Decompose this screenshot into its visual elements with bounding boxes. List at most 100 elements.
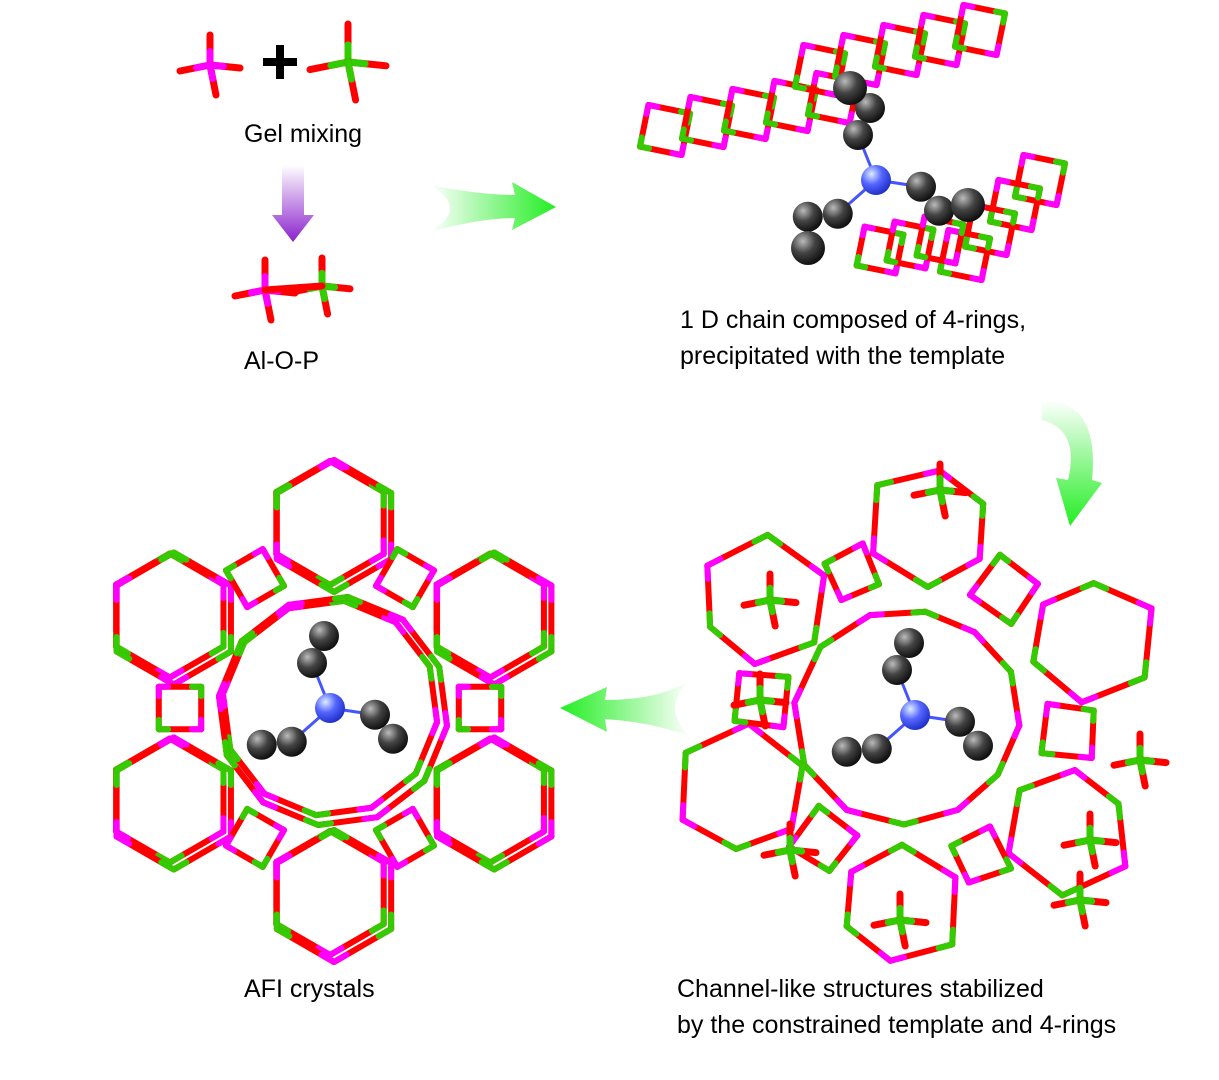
bond [344,58,355,83]
bond [491,734,510,748]
bond [986,209,995,225]
bond [942,806,961,817]
bond [706,610,714,630]
bond [922,256,931,272]
bond [1040,596,1058,608]
carbon-atom [882,655,912,685]
bond [874,478,894,489]
bond [344,593,364,605]
bond [1020,151,1036,160]
bond [986,771,1001,786]
bond [410,777,428,792]
bond [791,687,804,706]
label-chain-line2: precipitated with the template [680,342,1006,370]
bond [301,807,319,819]
bond [996,551,1012,565]
bond [158,859,177,873]
bond [883,248,892,264]
bond [113,760,133,774]
bond [870,535,878,557]
bond [1068,690,1085,706]
bond [402,770,419,785]
bond [315,575,333,588]
bond [888,818,908,828]
bond [936,259,945,275]
bond [1038,739,1046,757]
label-afi-crystals: AFI crystals [244,975,375,1003]
bond [442,709,451,729]
bond [871,54,880,70]
bond [682,743,703,756]
bond [478,859,498,873]
bond [273,482,293,496]
bond [843,911,851,930]
carbon-atom [833,71,867,105]
bond [834,797,850,813]
bond [1044,700,1061,709]
bond [1035,185,1044,201]
bond [951,874,959,896]
bond [251,546,266,557]
carbon-atom [378,723,408,754]
carbon-atom [360,699,390,730]
bond [813,69,829,78]
bond [170,549,190,563]
bond [368,921,387,934]
carbon-atom [831,736,862,767]
bond [1014,710,1023,729]
bond [804,118,813,135]
bond [898,841,917,855]
bond [840,50,849,66]
bond [999,614,1015,627]
bond [636,134,645,150]
bond [945,226,961,235]
bond [913,62,922,79]
bond [170,734,190,748]
bond [475,667,494,681]
bond [422,842,437,854]
bond [800,41,816,50]
green-arrow-right-icon [430,182,556,232]
bond [936,486,946,506]
bond [223,562,238,574]
bond [922,608,940,620]
bond [965,876,982,886]
bond [375,926,395,940]
bond [896,916,906,936]
bond [318,581,337,595]
bond [986,823,998,839]
bond [206,61,217,82]
bond [928,226,937,242]
bond [766,596,776,616]
bond [853,253,862,269]
bond [272,582,287,594]
bond [958,221,967,237]
bond [1010,210,1019,226]
bond [920,30,929,46]
bond [1136,756,1146,776]
bond [285,600,305,608]
bond [995,176,1011,185]
bond [244,805,259,817]
label-channel-line1: Channel-like structures stabilized [677,975,1044,1003]
bond [1011,184,1020,200]
bond [720,134,729,151]
bond [911,44,920,60]
bond [368,551,387,564]
carbon-atom [951,188,985,222]
bond [920,11,936,20]
bond [318,457,337,471]
bond [817,862,833,874]
bond [960,20,969,36]
bond [818,572,828,594]
carbon-atom [297,648,327,678]
bond [791,74,800,90]
bond [373,574,384,589]
bond [741,652,758,667]
bond [432,706,441,726]
bond [798,639,818,651]
bond [797,762,806,783]
label-chain-line1: 1 D chain composed of 4-rings, [680,306,1027,334]
